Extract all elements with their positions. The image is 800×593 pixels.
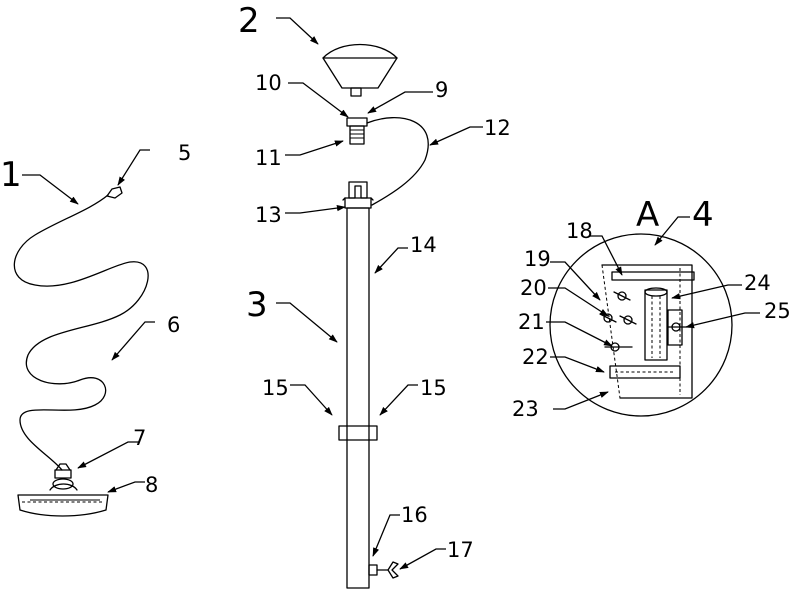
- label-8: 8: [145, 473, 158, 497]
- label-2: 2: [238, 1, 260, 41]
- detail-view-a: [549, 233, 733, 417]
- label-25: 25: [764, 299, 791, 323]
- label-23: 23: [512, 397, 539, 421]
- label-12: 12: [484, 116, 511, 140]
- label-14: 14: [410, 233, 437, 257]
- label-24: 24: [744, 271, 771, 295]
- label-13: 13: [255, 203, 282, 227]
- label-21: 21: [518, 310, 545, 334]
- label-18: 18: [566, 219, 593, 243]
- weight-base: [17, 463, 109, 517]
- cable-assembly: [13, 186, 149, 517]
- label-4: 4: [692, 195, 714, 235]
- label-19: 19: [524, 247, 551, 271]
- cable-end-clip: [106, 186, 123, 199]
- label-5: 5: [178, 141, 191, 165]
- labels: 1 2 3 4 A 5 6 7 8 9 10 11 12 13 14 15 15…: [0, 1, 791, 562]
- label-7: 7: [133, 426, 146, 450]
- label-16: 16: [401, 503, 428, 527]
- label-6: 6: [167, 313, 180, 337]
- label-detail-a: A: [636, 195, 659, 235]
- coiled-cable: [13, 194, 149, 471]
- connection-wire: [366, 116, 429, 206]
- label-15-right: 15: [420, 376, 447, 400]
- pole-clamp-band: [338, 425, 378, 441]
- wing-screw: [368, 561, 399, 579]
- leader-arrows: [22, 17, 760, 570]
- threaded-connector: [346, 117, 368, 145]
- label-1: 1: [0, 155, 22, 195]
- label-3: 3: [246, 285, 268, 325]
- funnel-cap: [322, 43, 398, 97]
- label-9: 9: [435, 78, 448, 102]
- label-10: 10: [255, 71, 282, 95]
- label-22: 22: [522, 345, 549, 369]
- pole-top-fitting: [348, 181, 368, 199]
- label-20: 20: [520, 276, 547, 300]
- label-11: 11: [255, 146, 282, 170]
- label-17: 17: [447, 538, 474, 562]
- main-pole: [338, 181, 399, 589]
- label-15-left: 15: [262, 376, 289, 400]
